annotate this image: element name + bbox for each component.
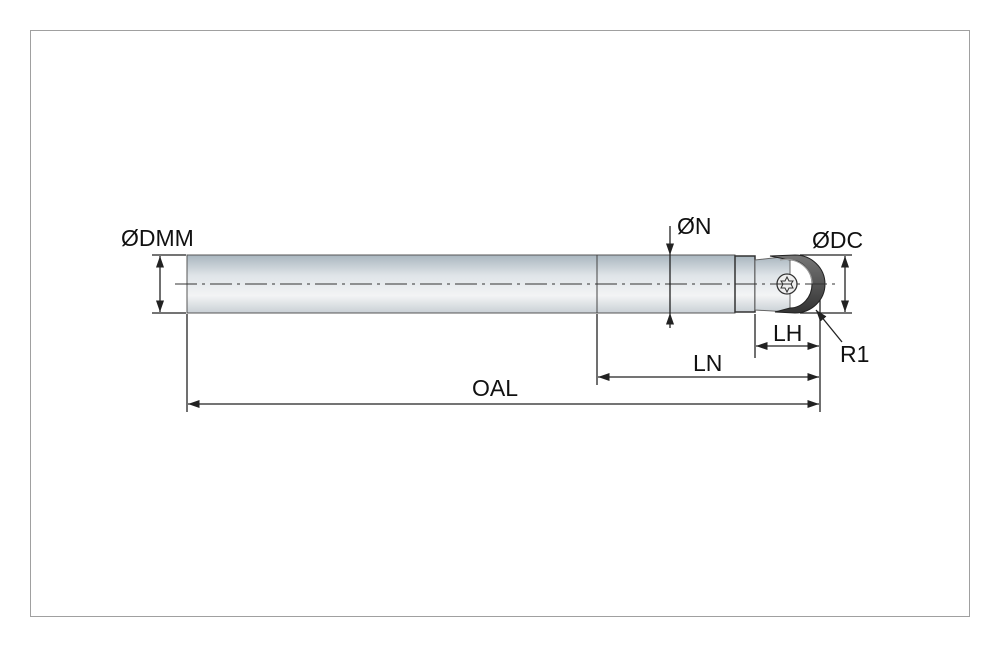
label-r1: R1 — [840, 341, 869, 367]
dim-lh: LH — [756, 320, 819, 351]
dim-dmm: ØDMM — [121, 225, 194, 314]
insert-flute — [779, 258, 813, 285]
label-n: ØN — [677, 213, 712, 239]
label-dmm: ØDMM — [121, 225, 194, 251]
dim-oal: OAL — [188, 375, 819, 409]
label-lh: LH — [773, 320, 802, 346]
dim-r1: R1 — [815, 309, 869, 367]
label-oal: OAL — [472, 375, 518, 401]
dim-n: ØN — [665, 213, 712, 328]
label-ln: LN — [693, 350, 722, 376]
dim-ln: LN — [598, 350, 819, 382]
frame — [30, 30, 970, 617]
label-dc: ØDC — [812, 227, 863, 253]
